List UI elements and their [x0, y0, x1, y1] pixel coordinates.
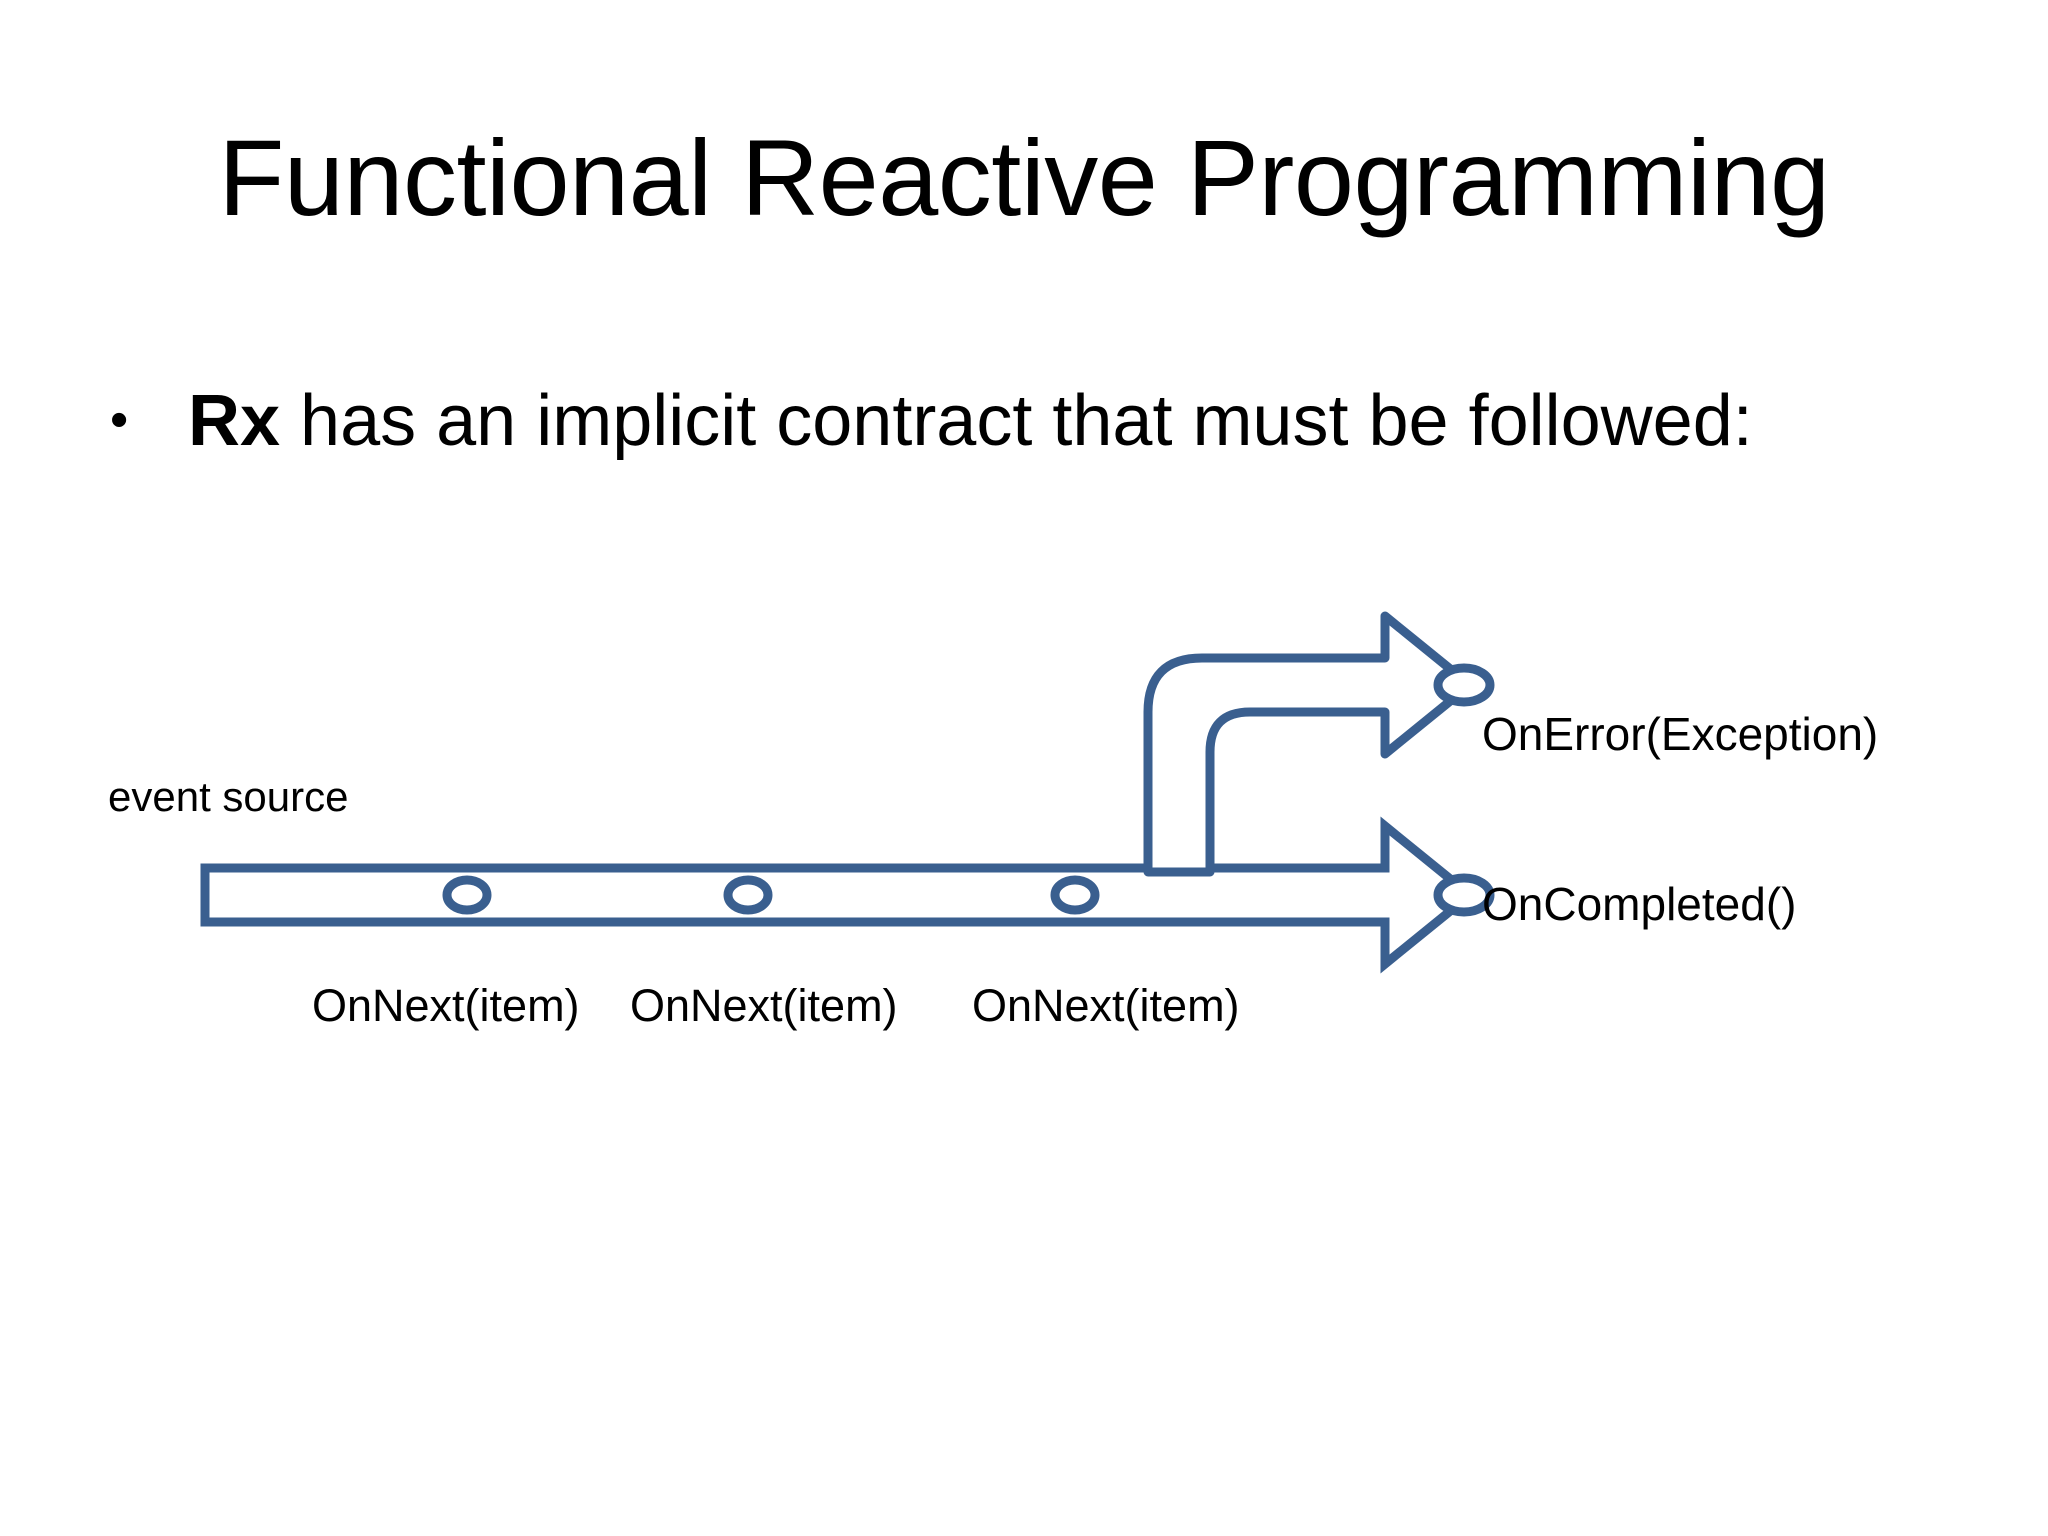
onerror-elbow-arrow-body	[1143, 611, 1475, 877]
list-item: • Rx has an implicit contract that must …	[110, 378, 1830, 466]
bullet-text: Rx has an implicit contract that must be…	[188, 378, 1830, 466]
rx-contract-diagram	[0, 600, 2048, 1100]
event-stream-arrow-body	[200, 816, 1478, 974]
body-content: • Rx has an implicit contract that must …	[110, 378, 1830, 466]
event-stream-arrow	[200, 816, 1478, 974]
onerror-label: OnError(Exception)	[1482, 708, 1879, 760]
onnext-label: OnNext(item)	[972, 980, 1240, 1031]
event-marker	[723, 875, 773, 915]
event-marker	[442, 875, 492, 915]
page-title: Functional Reactive Programming	[218, 117, 1830, 238]
event-marker	[1050, 875, 1100, 915]
onnext-label: OnNext(item)	[630, 980, 898, 1031]
event-source-label: event source	[108, 773, 349, 820]
onnext-label: OnNext(item)	[312, 980, 580, 1031]
bullet-marker-icon: •	[110, 391, 129, 449]
bullet-remainder: has an implicit contract that must be fo…	[280, 381, 1753, 461]
oncompleted-label: OnCompleted()	[1482, 878, 1797, 930]
diagram-svg	[200, 611, 1495, 974]
onerror-elbow-arrow	[1143, 611, 1475, 877]
bullet-emphasis: Rx	[188, 381, 281, 461]
onerror-tip-marker	[1433, 663, 1495, 707]
oncompleted-tip-marker	[1433, 873, 1495, 917]
